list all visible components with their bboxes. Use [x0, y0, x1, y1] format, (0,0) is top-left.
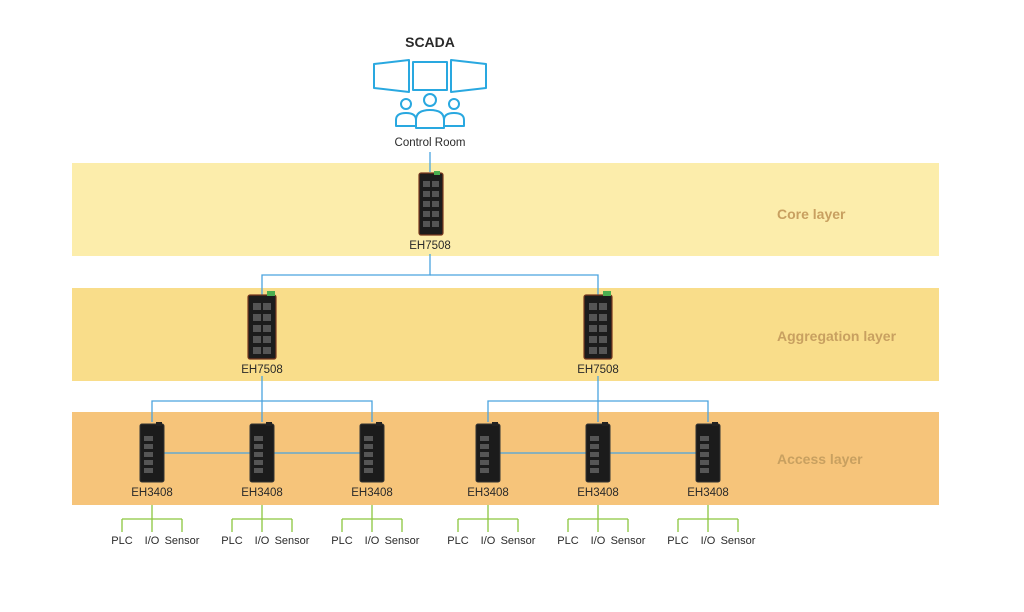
- endpoint-label: PLC: [111, 535, 133, 547]
- control-room-label: Control Room: [394, 137, 466, 149]
- endpoint-label: Sensor: [384, 535, 420, 547]
- aggregation-layer-band: [72, 288, 939, 381]
- monitor-icon: [450, 59, 487, 93]
- access-switch-label: EH3408: [467, 487, 509, 499]
- endpoint-label: PLC: [557, 535, 579, 547]
- access-switch-label: EH3408: [241, 487, 283, 499]
- monitor-icon: [373, 59, 410, 93]
- access-layer-band: [72, 412, 939, 505]
- endpoint-label: I/O: [700, 535, 716, 547]
- aggregation-switch-label: EH7508: [241, 364, 283, 376]
- operator-icon: [415, 93, 445, 129]
- access-layer-label: Access layer: [777, 451, 863, 467]
- endpoint-label: Sensor: [610, 535, 646, 547]
- monitor-icon: [412, 61, 448, 91]
- switch-icon: [249, 422, 275, 483]
- switch-icon: [695, 422, 721, 483]
- link-agg2-access: [487, 376, 599, 422]
- access-switch-label: EH3408: [577, 487, 619, 499]
- core-layer-label: Core layer: [777, 206, 846, 222]
- endpoint-label: Sensor: [164, 535, 200, 547]
- endpoint-label: PLC: [331, 535, 353, 547]
- link-agg1-access: [151, 376, 263, 422]
- endpoint-label: Sensor: [274, 535, 310, 547]
- endpoint-label: Sensor: [500, 535, 536, 547]
- endpoint-label: I/O: [480, 535, 496, 547]
- endpoint-label: PLC: [667, 535, 689, 547]
- switch-icon: [247, 291, 277, 360]
- endpoint-label: I/O: [144, 535, 160, 547]
- link-core-agg-2: [430, 274, 599, 296]
- link-agg2-access: [598, 400, 709, 422]
- switch-icon: [475, 422, 501, 483]
- access-switch-label: EH3408: [687, 487, 729, 499]
- aggregation-switch-label: EH7508: [577, 364, 619, 376]
- endpoint-label: Sensor: [720, 535, 756, 547]
- access-switch-label: EH3408: [131, 487, 173, 499]
- control-room-icon: [373, 59, 487, 129]
- switch-icon: [359, 422, 385, 483]
- core-switch-label: EH7508: [409, 240, 451, 252]
- endpoint-label: I/O: [254, 535, 270, 547]
- aggregation-layer-label: Aggregation layer: [777, 328, 897, 344]
- core-layer-band: [72, 163, 939, 256]
- link-core-agg-1: [261, 254, 431, 296]
- access-switch-label: EH3408: [351, 487, 393, 499]
- endpoint-label: I/O: [590, 535, 606, 547]
- endpoint-label: I/O: [364, 535, 380, 547]
- endpoint-label: PLC: [221, 535, 243, 547]
- endpoint-label: PLC: [447, 535, 469, 547]
- switch-icon: [139, 422, 165, 483]
- link-agg1-access: [262, 400, 373, 422]
- switch-icon: [418, 171, 444, 236]
- switch-icon: [585, 422, 611, 483]
- switch-icon: [583, 291, 613, 360]
- diagram-title: SCADA: [405, 34, 455, 50]
